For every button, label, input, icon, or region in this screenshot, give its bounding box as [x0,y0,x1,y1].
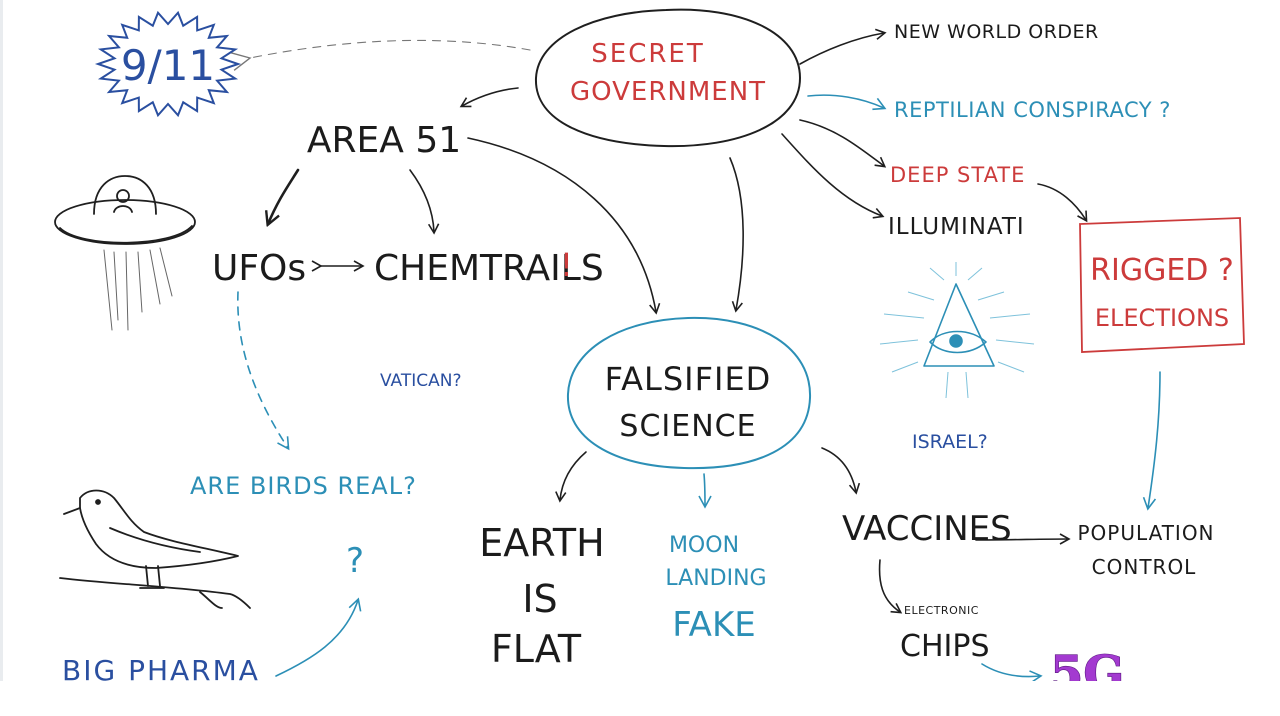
illuminati-eye-icon [879,262,1035,399]
connector-vaccines-to-chips [878,559,903,614]
connector-rigged-to-population [1142,371,1161,511]
moon-label: MOON [669,533,739,558]
earth-label: EARTH [479,521,604,565]
secret-government-label-line2: GOVERNMENT [570,77,766,107]
connector-falsified-to-vaccines [821,447,861,495]
elections-label: ELECTIONS [1095,304,1229,332]
illuminati-label: ILLUMINATI [888,214,1025,240]
connector-deep-state-to-rigged [1037,183,1088,223]
rigged-label: RIGGED ? [1090,253,1234,288]
rigged-elections-box [1079,217,1245,353]
flat-label: FLAT [491,627,582,671]
secret-government-label-line1: SECRET [591,39,704,69]
new-world-order-label: NEW WORLD ORDER [894,21,1099,43]
reptilian-label: REPTILIAN CONSPIRACY ? [894,98,1171,122]
connector-secret-gov-to-nwo [799,28,887,65]
connectors [230,28,1161,684]
connector-area51-to-chemtrails [409,169,440,235]
connector-secret-gov-to-911 [230,39,531,71]
connector-falsified-to-earth [555,451,587,503]
connector-secret-gov-to-reptilian [807,94,887,111]
chemtrails-label: CHEMTRAILS [374,248,604,289]
electronic-label: ELECTRONIC [904,604,979,617]
area51-label: AREA 51 [307,120,461,161]
connector-secret-gov-to-area51 [459,87,519,108]
ufo-icon [54,175,196,331]
ufos-label: UFOs [212,248,306,289]
bird-icon [59,489,251,609]
connector-falsified-to-moon [698,473,712,509]
israel-label: ISRAEL? [912,431,988,453]
falsified-label: FALSIFIED [605,360,772,398]
fake-label: FAKE [672,605,755,645]
connector-bigpharma-to-question [275,597,362,677]
connector-secret-gov-to-deep-state [799,119,887,168]
deep-state-label: DEEP STATE [890,163,1025,187]
starburst-icon [94,10,242,118]
chemtrails-exclamation: ! [560,246,573,284]
falsified-science-ellipse [566,316,812,470]
connector-secret-gov-to-falsified [729,157,744,313]
control-label: CONTROL [1092,555,1197,579]
science-label: SCIENCE [619,409,756,444]
question-mark-label: ? [346,541,364,581]
chips-label: CHIPS [900,629,990,664]
are-birds-real-label: ARE BIRDS REAL? [190,472,417,500]
nine-eleven-label: 9/11 [121,41,215,90]
secret-government-ellipse [534,8,802,148]
population-label: POPULATION [1077,521,1214,545]
connector-chips-to-5g [981,663,1043,684]
is-label: IS [522,577,557,621]
connector-area51-to-ufos [268,168,300,224]
left-border [0,0,3,681]
vaccines-label: VACCINES [842,509,1012,549]
footer-band [0,681,1280,716]
vatican-label: VATICAN? [380,371,462,391]
connector-area51-to-falsified [467,137,661,315]
connector-vaccines-to-population [975,533,1071,545]
landing-label: LANDING [665,566,766,591]
connector-secret-gov-to-illuminati [781,133,885,219]
connector-ufos-to-birds [237,291,290,451]
